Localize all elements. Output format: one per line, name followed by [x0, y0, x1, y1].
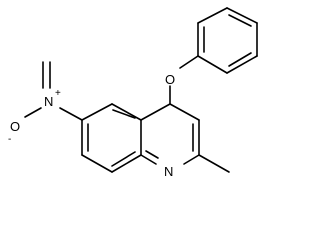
methyl-bond — [198, 154, 230, 173]
bond — [111, 103, 142, 121]
nitro-nitrogen-label: N — [44, 94, 53, 109]
bond — [81, 103, 113, 121]
bond — [197, 7, 228, 24]
nitro-positive-charge: + — [55, 88, 61, 99]
benzo-ring — [81, 103, 142, 173]
double-bond-inner — [228, 14, 252, 27]
bond — [197, 55, 228, 74]
double-bond-inner — [111, 151, 136, 167]
phenyl-ring — [197, 7, 258, 74]
double-bond-inner — [145, 150, 159, 159]
bond — [111, 154, 142, 173]
bond — [81, 154, 113, 173]
double-bond-inner — [228, 52, 252, 67]
ether-oxygen-label: O — [165, 72, 175, 87]
nitro-oxygen-label: O — [10, 119, 20, 134]
bond — [140, 154, 157, 165]
double-bond-inner — [112, 109, 136, 119]
bond — [226, 55, 258, 74]
nitro-negative-charge: - — [8, 134, 11, 145]
chemical-structure: O N N + O - — [8, 7, 258, 179]
nitro-bond — [59, 107, 83, 121]
ring-nitrogen-label: N — [164, 164, 173, 179]
bond — [140, 103, 171, 121]
nitro-n-o-single — [24, 107, 42, 118]
bond — [226, 7, 258, 24]
pyridine-ring — [140, 103, 200, 165]
ether-bond-upper — [179, 55, 199, 69]
bond — [183, 154, 200, 165]
bond — [169, 103, 200, 121]
